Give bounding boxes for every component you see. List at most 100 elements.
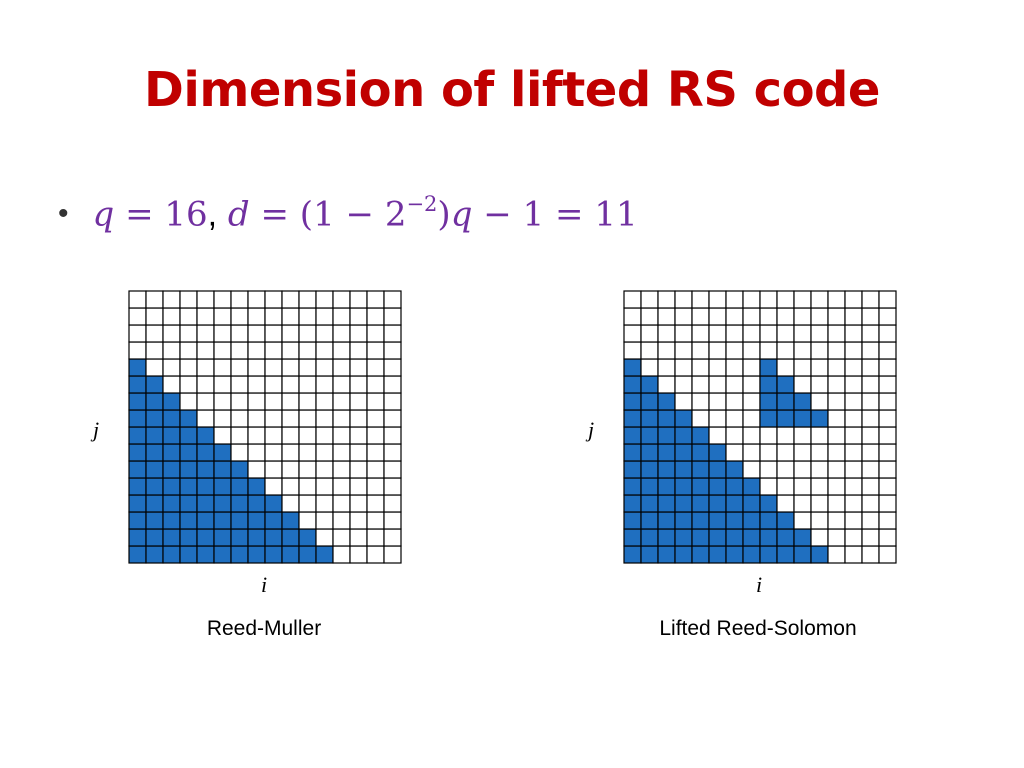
grid-cell-filled bbox=[725, 460, 744, 479]
grid-cell-filled bbox=[213, 545, 232, 564]
grid-cell-empty bbox=[657, 375, 676, 394]
grid-cell-empty bbox=[793, 324, 812, 343]
grid-cell-filled bbox=[128, 494, 147, 513]
grid-cell-filled bbox=[230, 460, 249, 479]
formula-q-value: 16 bbox=[164, 194, 208, 235]
slide-title: Dimension of lifted RS code bbox=[144, 62, 880, 118]
grid-cell-empty bbox=[844, 528, 863, 547]
grid-cell-filled bbox=[128, 545, 147, 564]
grid-cell-empty bbox=[725, 307, 744, 326]
grid-cell-filled bbox=[128, 375, 147, 394]
grid-cell-filled bbox=[759, 392, 778, 411]
grid-cell-filled bbox=[145, 477, 164, 496]
grid-cell-empty bbox=[281, 358, 300, 377]
grid-cell-empty bbox=[844, 494, 863, 513]
grid-cell-empty bbox=[366, 477, 385, 496]
grid-cell-empty bbox=[298, 392, 317, 411]
grid-cell-empty bbox=[366, 358, 385, 377]
grid-cell-empty bbox=[179, 358, 198, 377]
grid-cell-filled bbox=[742, 511, 761, 530]
grid-cell-empty bbox=[776, 307, 795, 326]
lifted-reed-solomon-y-label: j bbox=[588, 417, 595, 442]
grid-cell-empty bbox=[281, 307, 300, 326]
grid-cell-empty bbox=[759, 290, 778, 309]
grid-cell-empty bbox=[623, 341, 642, 360]
grid-cell-empty bbox=[162, 324, 181, 343]
bullet-item: • q = 16, d = (1 − 2−2)q − 1 = 11 bbox=[58, 186, 638, 242]
grid-cell-empty bbox=[145, 290, 164, 309]
grid-cell-empty bbox=[315, 528, 334, 547]
grid-cell-filled bbox=[281, 528, 300, 547]
grid-cell-empty bbox=[810, 341, 829, 360]
grid-cell-empty bbox=[878, 392, 897, 411]
grid-cell-empty bbox=[383, 494, 402, 513]
grid-cell-empty bbox=[708, 290, 727, 309]
grid-cell-filled bbox=[623, 443, 642, 462]
grid-cell-empty bbox=[827, 409, 846, 428]
grid-cell-filled bbox=[230, 477, 249, 496]
grid-cell-filled bbox=[128, 443, 147, 462]
grid-cell-empty bbox=[827, 443, 846, 462]
grid-cell-empty bbox=[878, 324, 897, 343]
grid-cell-empty bbox=[349, 494, 368, 513]
grid-cell-empty bbox=[810, 511, 829, 530]
grid-cell-filled bbox=[691, 426, 710, 445]
grid-cell-empty bbox=[213, 375, 232, 394]
grid-cell-empty bbox=[844, 545, 863, 564]
grid-cell-empty bbox=[742, 443, 761, 462]
grid-cell-filled bbox=[640, 392, 659, 411]
grid-cell-filled bbox=[623, 392, 642, 411]
formula-one2: 1 bbox=[522, 194, 545, 235]
grid-cell-empty bbox=[264, 307, 283, 326]
grid-cell-filled bbox=[640, 528, 659, 547]
grid-cell-filled bbox=[640, 426, 659, 445]
grid-cell-empty bbox=[332, 358, 351, 377]
grid-cell-empty bbox=[213, 341, 232, 360]
grid-cell-empty bbox=[349, 477, 368, 496]
grid-cell-empty bbox=[366, 494, 385, 513]
grid-cell-empty bbox=[640, 341, 659, 360]
grid-cell-filled bbox=[657, 545, 676, 564]
grid-cell-empty bbox=[281, 443, 300, 462]
grid-cell-filled bbox=[657, 528, 676, 547]
grid-cell-empty bbox=[366, 460, 385, 479]
grid-cell-empty bbox=[827, 324, 846, 343]
grid-cell-filled bbox=[298, 545, 317, 564]
formula-eq3: = bbox=[544, 194, 595, 235]
grid-cell-filled bbox=[230, 528, 249, 547]
grid-cell-empty bbox=[315, 375, 334, 394]
grid-cell-filled bbox=[742, 545, 761, 564]
grid-cell-empty bbox=[742, 307, 761, 326]
grid-cell-filled bbox=[776, 392, 795, 411]
grid-cell-empty bbox=[247, 443, 266, 462]
grid-cell-filled bbox=[145, 460, 164, 479]
grid-cell-filled bbox=[162, 443, 181, 462]
grid-cell-empty bbox=[827, 477, 846, 496]
grid-cell-empty bbox=[162, 290, 181, 309]
grid-cell-filled bbox=[674, 460, 693, 479]
grid-cell-empty bbox=[725, 290, 744, 309]
grid-cell-empty bbox=[878, 477, 897, 496]
grid-cell-filled bbox=[759, 375, 778, 394]
grid-cell-filled bbox=[162, 426, 181, 445]
grid-cell-empty bbox=[725, 324, 744, 343]
grid-cell-empty bbox=[298, 358, 317, 377]
grid-cell-filled bbox=[128, 409, 147, 428]
grid-cell-empty bbox=[844, 307, 863, 326]
grid-cell-filled bbox=[230, 494, 249, 513]
grid-cell-empty bbox=[247, 460, 266, 479]
grid-cell-empty bbox=[776, 460, 795, 479]
grid-cell-empty bbox=[383, 409, 402, 428]
grid-cell-empty bbox=[776, 477, 795, 496]
grid-cell-empty bbox=[810, 358, 829, 377]
grid-cell-empty bbox=[230, 341, 249, 360]
grid-cell-filled bbox=[691, 460, 710, 479]
grid-cell-filled bbox=[725, 511, 744, 530]
formula-d-var: d bbox=[227, 194, 250, 235]
grid-cell-filled bbox=[230, 511, 249, 530]
grid-cell-empty bbox=[247, 375, 266, 394]
grid-cell-empty bbox=[878, 358, 897, 377]
grid-cell-empty bbox=[861, 443, 880, 462]
grid-cell-empty bbox=[383, 392, 402, 411]
grid-cell-filled bbox=[128, 528, 147, 547]
